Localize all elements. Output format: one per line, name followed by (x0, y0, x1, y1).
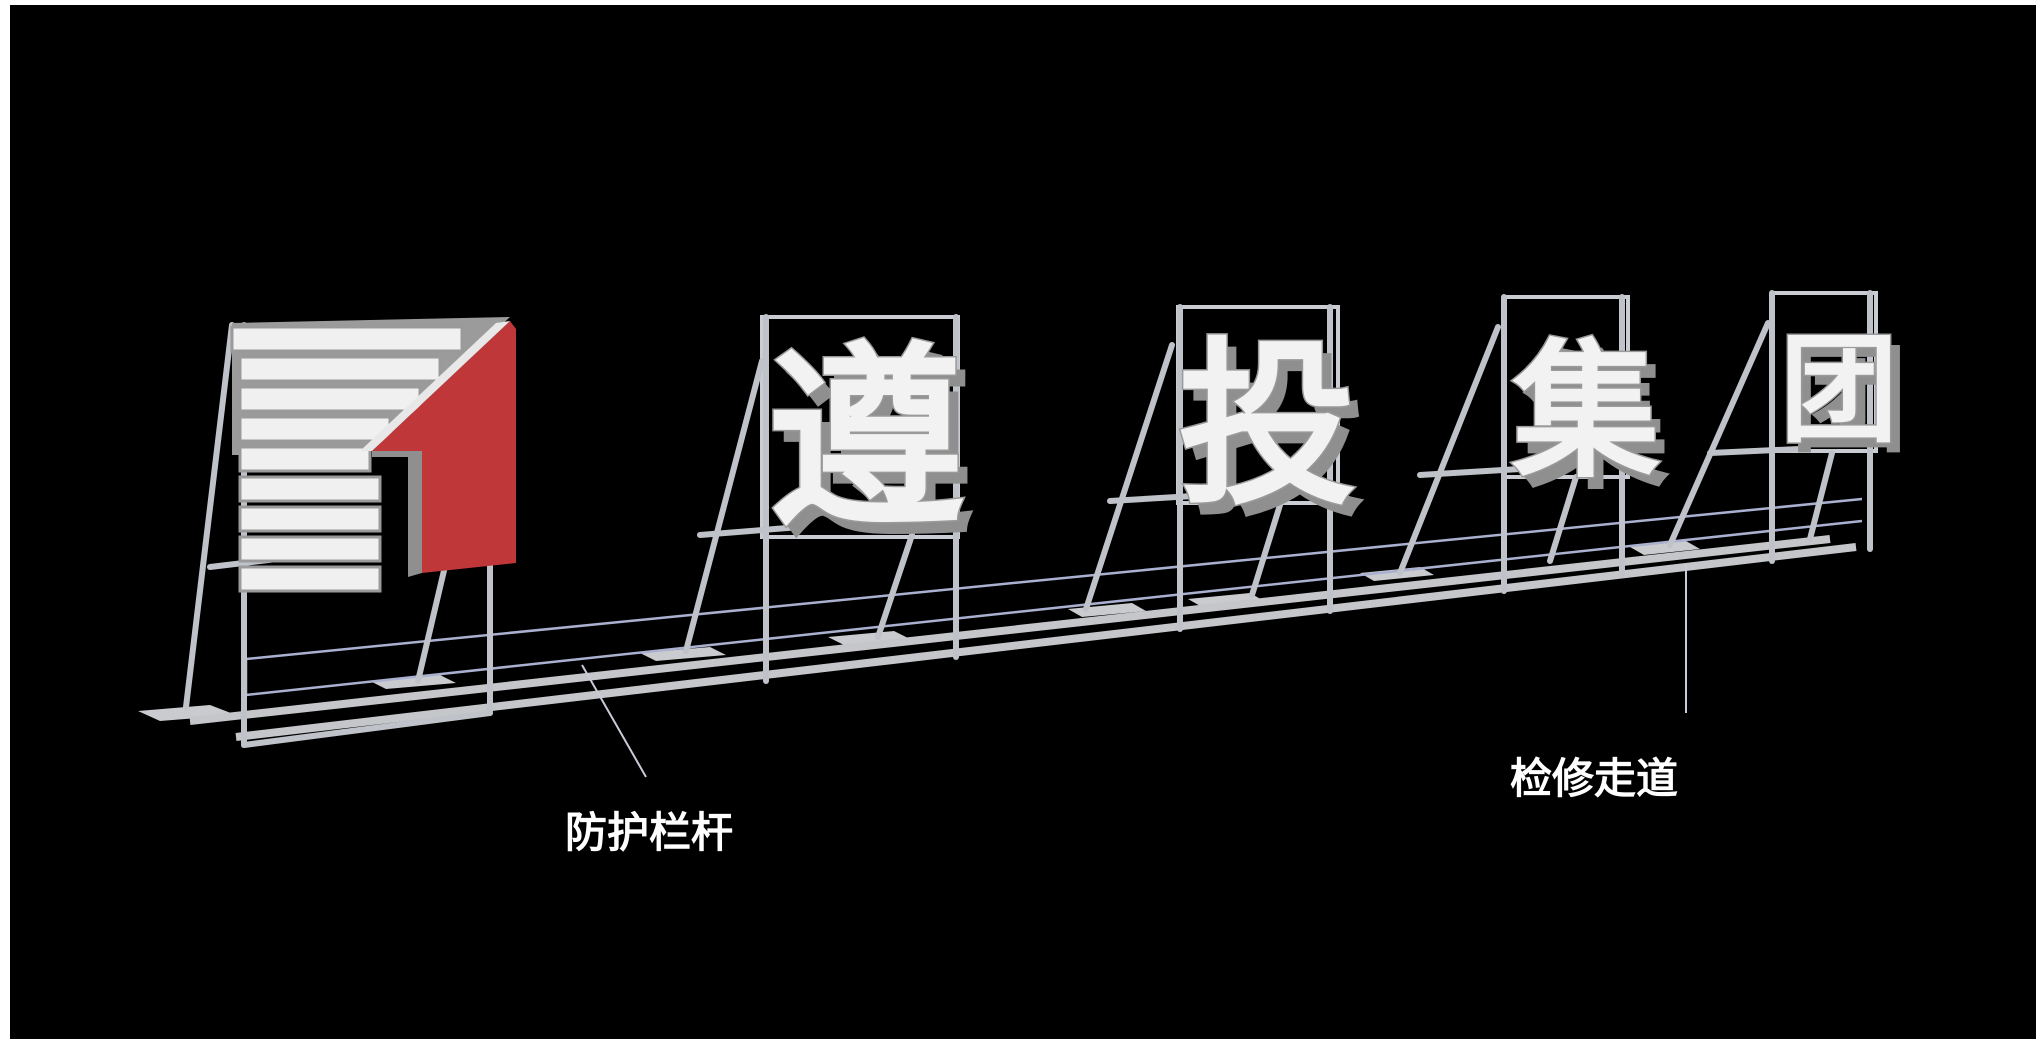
logo-bar (238, 565, 382, 593)
frame-strut (1083, 342, 1175, 612)
base-pad (1068, 603, 1146, 617)
sign-characters: 遵 遵 投 投 集 集 团 团 (767, 320, 1909, 567)
frame-strut (1249, 502, 1283, 598)
callout-guardrail: 防护栏杆 (565, 664, 733, 857)
frame-strut (875, 532, 915, 640)
character-3: 集 (1511, 326, 1660, 498)
stacked-bars-with-red-number-1-logo (230, 317, 516, 593)
frame-strut (1667, 320, 1771, 548)
base-pad (1188, 593, 1264, 607)
callout-label-guardrail: 防护栏杆 (565, 808, 733, 857)
frame-character-2 (1083, 304, 1340, 632)
frame-brace (1417, 466, 1523, 478)
walkway-front-beam (235, 543, 1857, 741)
frame-strut (1397, 324, 1501, 576)
logo-bar (238, 475, 382, 503)
callout-leader-line (581, 664, 647, 778)
callout-walkway: 检修走道 (1510, 565, 1687, 803)
render-scene: 遵 遵 投 投 集 集 团 团 防护栏杆 检修走道 (10, 5, 2036, 1039)
sign-structure-drawing: 遵 遵 投 投 集 集 团 团 防护栏杆 检修走道 (138, 290, 1909, 857)
logo-bar (238, 505, 382, 533)
frame-brace (1707, 446, 1803, 456)
logo-red-edge (360, 321, 510, 451)
frame-character-1 (683, 314, 960, 684)
walkway-back-beam (189, 535, 1831, 725)
character-4-side: 团 (1790, 331, 1908, 469)
frame-character-3 (1397, 294, 1630, 594)
base-pad (640, 647, 726, 661)
logo-bar (238, 535, 382, 563)
logo-red-face (372, 321, 516, 573)
frame-character-4 (1667, 290, 1878, 564)
logo-bar (238, 355, 442, 383)
character-2-side: 投 (1188, 334, 1366, 541)
logo-frame (183, 322, 493, 748)
frame-strut (1807, 450, 1835, 542)
base-pad (138, 705, 236, 721)
guardrail-top-rail (245, 497, 1863, 661)
character-1: 遵 (768, 326, 964, 554)
character-4: 团 (1780, 321, 1898, 459)
frame-brace (1107, 492, 1213, 504)
base-pad (1630, 541, 1700, 555)
logo-bar (238, 415, 392, 443)
frame-foot (241, 710, 493, 748)
maintenance-walkway (138, 535, 1857, 741)
frame-strut (1547, 474, 1579, 564)
base-pad (828, 631, 910, 645)
character-2: 投 (1178, 322, 1356, 529)
logo-red-side (372, 451, 422, 577)
guardrail-bottom-rail (245, 519, 1863, 697)
character-1-side: 遵 (778, 338, 974, 566)
base-pad (1360, 567, 1434, 581)
logo-bar (230, 325, 464, 353)
character-3-side: 集 (1521, 338, 1670, 510)
frame-brace (697, 524, 803, 538)
callout-label-walkway: 检修走道 (1510, 754, 1678, 803)
logo-bar (238, 385, 422, 413)
logo-bar-stack (230, 325, 464, 593)
frame-strut (683, 358, 765, 654)
frame-strut (183, 322, 235, 710)
base-pad (370, 675, 456, 689)
logo-bar (238, 445, 372, 473)
